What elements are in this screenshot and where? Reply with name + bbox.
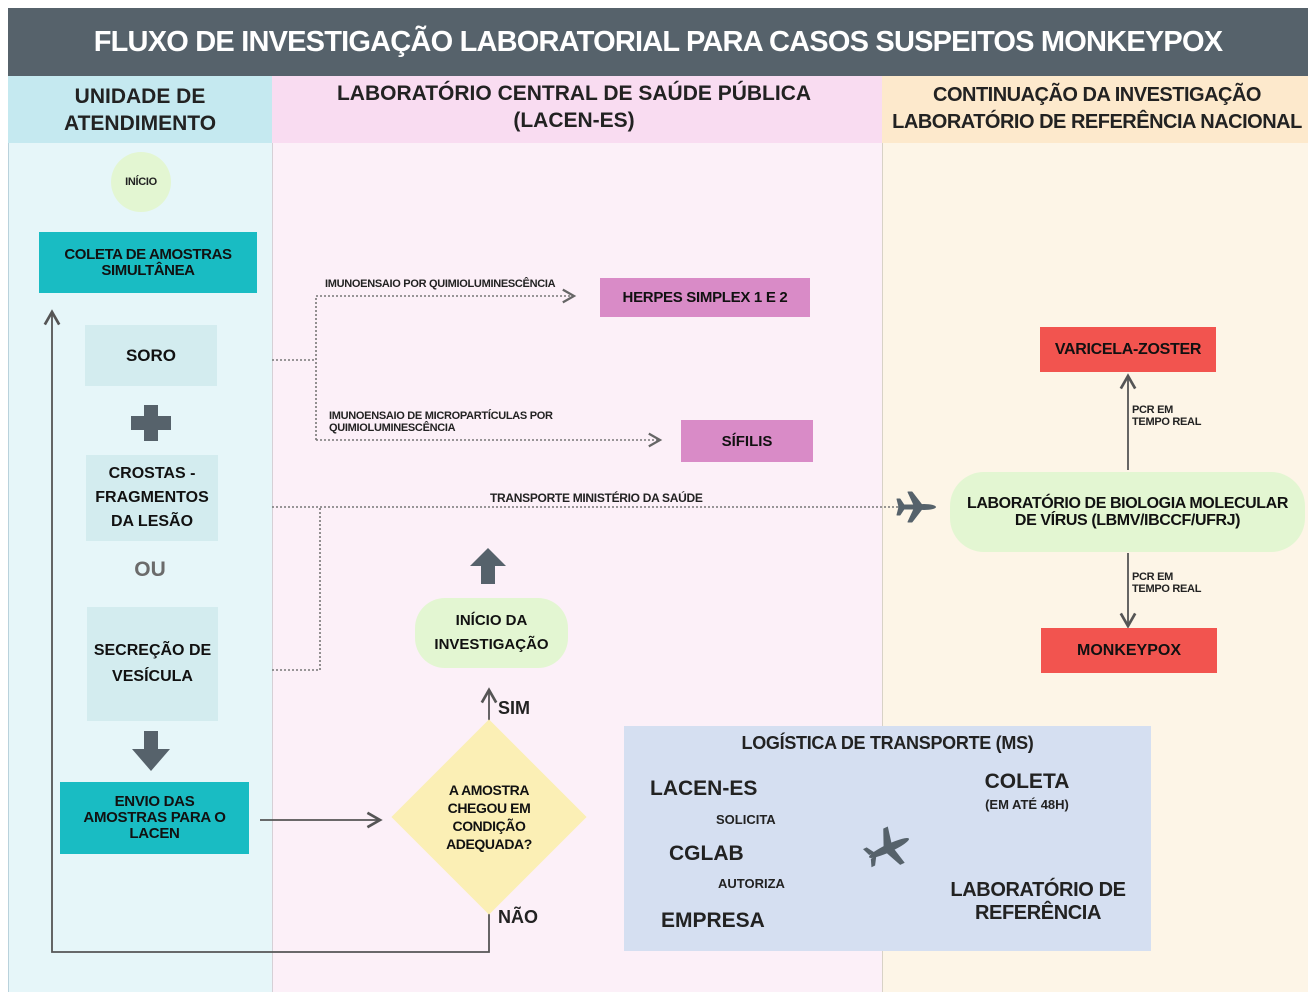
sim-label: SIM (498, 698, 531, 718)
pcr-label-2-line1: PCR EM (1132, 571, 1173, 583)
pcr-label-1-line1: PCR EM (1132, 404, 1173, 416)
start-node: INÍCIO (111, 152, 171, 212)
column-header-lacen: LABORATÓRIO CENTRAL DE SAÚDE PÚBLICA (LA… (272, 80, 876, 134)
envio-box: ENVIO DAS AMOSTRAS PARA O LACEN (60, 782, 249, 854)
page-title: FLUXO DE INVESTIGAÇÃO LABORATORIAL PARA … (8, 8, 1308, 76)
pcr-label-2: PCR EM TEMPO REAL (1132, 571, 1232, 595)
pcr-label-2-line2: TEMPO REAL (1132, 583, 1202, 595)
imunoensaio-2-label: IMUNOENSAIO DE MICROPARTÍCULAS POR QUIMI… (329, 410, 609, 434)
column-unidade-header-bg (8, 76, 272, 143)
logistics-coleta: COLETA (984, 770, 1070, 793)
logistics-title: LOGÍSTICA DE TRANSPORTE (MS) (741, 733, 1034, 753)
column-referencia-header-bg (882, 76, 1308, 143)
ou-label: OU (134, 558, 166, 581)
secrecao-box: SECREÇÃO DE VESÍCULA (87, 607, 218, 721)
soro-box: SORO (85, 325, 217, 386)
arrow-nao-loop (43, 309, 490, 953)
logistics-lab-ref: LABORATÓRIO DE REFERÊNCIA (950, 879, 1126, 924)
crostas-box: CROSTAS - FRAGMENTOS DA LESÃO (86, 455, 218, 541)
transporte-label: TRANSPORTE MINISTÉRIO DA SAÚDE (490, 491, 703, 505)
logistics-solicita: SOLICITA (716, 812, 776, 827)
imunoensaio-2-line2: QUIMIOLUMINESCÊNCIA (329, 422, 456, 434)
up-arrow-icon (470, 548, 506, 584)
down-arrow-icon (132, 731, 170, 771)
nao-label: NÃO (498, 907, 538, 927)
coleta-box: COLETA DE AMOSTRAS SIMULTÂNEA (39, 232, 257, 293)
monkeypox-box: MONKEYPOX (1041, 628, 1217, 673)
logistics-airplane-icon (863, 826, 910, 868)
logistics-empresa: EMPRESA (661, 909, 765, 932)
column-header-lacen-line1: LABORATÓRIO CENTRAL DE SAÚDE PÚBLICA (336, 82, 812, 105)
imunoensaio-2-line1: IMUNOENSAIO DE MICROPARTÍCULAS POR (329, 410, 553, 422)
column-header-referencia: CONTINUAÇÃO DA INVESTIGAÇÃO LABORATÓRIO … (884, 82, 1308, 136)
varicela-box: VARICELA-ZOSTER (1040, 327, 1216, 372)
logistics-autoriza: AUTORIZA (718, 876, 785, 891)
column-header-referencia-line2: LABORATÓRIO DE REFERÊNCIA NACIONAL (892, 111, 1302, 133)
inicio-investigacao-node: INÍCIO DA INVESTIGAÇÃO (415, 598, 568, 668)
dotted-line-herpes (315, 288, 577, 440)
pcr-label-1-line2: TEMPO REAL (1132, 416, 1202, 428)
airplane-icon (896, 491, 936, 523)
dotted-line-secrecao (272, 507, 321, 671)
lbmv-node: LABORATÓRIO DE BIOLOGIA MOLECULAR DE VÍR… (950, 472, 1305, 552)
plus-icon (131, 405, 171, 441)
column-lacen-header-bg (272, 76, 882, 143)
decision-text: A AMOSTRA CHEGOU EM CONDIÇÃO ADEQUADA? (446, 782, 532, 852)
sifilis-box: SÍFILIS (681, 420, 813, 462)
logistics-cglab: CGLAB (669, 842, 744, 865)
herpes-box: HERPES SIMPLEX 1 E 2 (600, 278, 810, 317)
column-header-unidade: UNIDADE DE ATENDIMENTO (63, 85, 217, 135)
logistics-lacen-es: LACEN-ES (650, 777, 758, 800)
column-header-lacen-line2: (LACEN-ES) (513, 109, 635, 132)
column-header-referencia-line1: CONTINUAÇÃO DA INVESTIGAÇÃO (933, 84, 1261, 106)
logistics-coleta-sub: (EM ATÉ 48H) (985, 797, 1069, 812)
pcr-label-1: PCR EM TEMPO REAL (1132, 404, 1232, 428)
imunoensaio-1-label: IMUNOENSAIO POR QUIMIOLUMINESCÊNCIA (325, 278, 556, 290)
